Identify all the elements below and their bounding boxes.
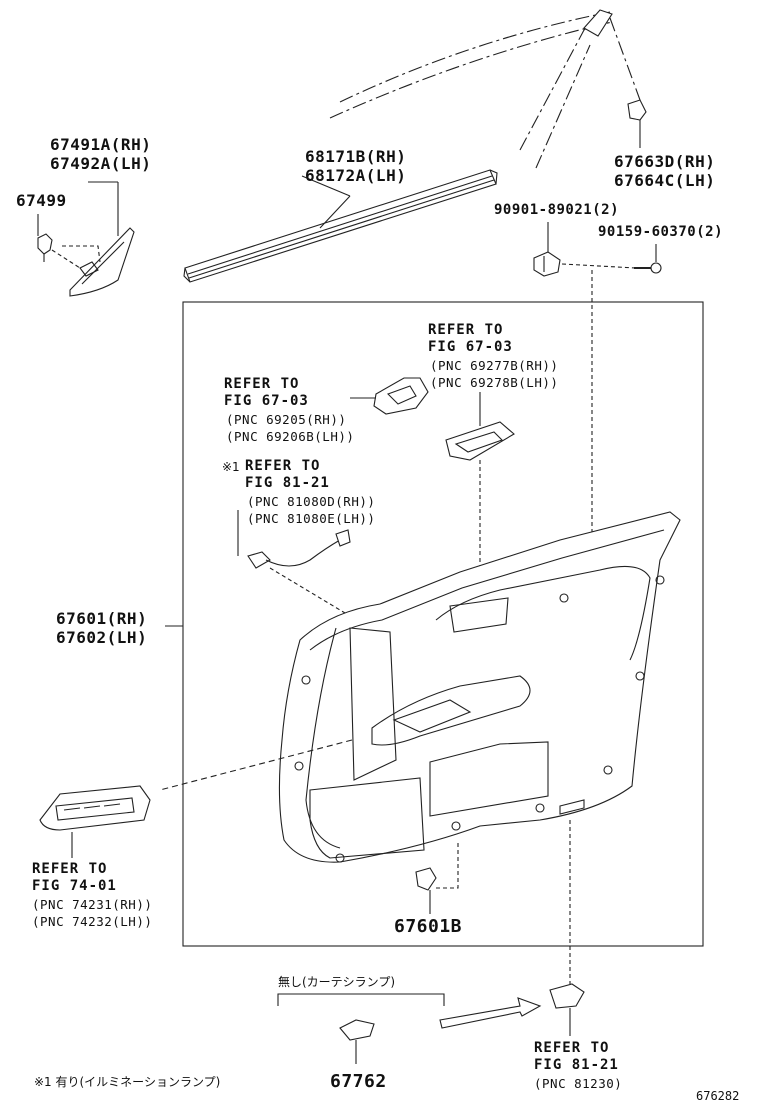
bezel-ref-l4: (PNC 69278B(LH)): [430, 375, 559, 390]
wire-ref-l3: (PNC 81080D(RH)): [247, 494, 376, 509]
bezel-ref-l1: REFER TO: [428, 322, 504, 338]
top-clip-rh-label: 67663D(RH): [614, 152, 716, 171]
screw-shape: [634, 244, 662, 274]
lamp-ref-l2: FIG 81-21: [534, 1057, 619, 1073]
lamp-67762-shape: [339, 1019, 375, 1041]
bezel-shape: [445, 421, 515, 461]
wire-ref-l2: FIG 81-21: [245, 475, 330, 491]
bezel-ref-l2: FIG 67-03: [428, 339, 513, 355]
weatherstrip-lh-label: 68172A(LH): [305, 166, 407, 185]
panel-rh-label: 67601(RH): [56, 609, 148, 628]
footnote: ※1 有り(イルミネーションランプ): [34, 1075, 221, 1089]
corner-trim-rh-label: 67491A(RH): [50, 135, 152, 154]
switch-ref-l4: (PNC 74232(LH)): [32, 914, 153, 929]
switch-ref-l1: REFER TO: [32, 861, 108, 877]
lamp-ref-l1: REFER TO: [534, 1040, 610, 1056]
top-clip-lh-label: 67664C(LH): [614, 171, 716, 190]
clip-67601b-shape: [415, 867, 437, 891]
assembly-frame: [182, 301, 704, 947]
switch-ref-l2: FIG 74-01: [32, 878, 117, 894]
clip-67601b-label: 67601B: [394, 916, 463, 937]
diagram-id: 676282: [696, 1089, 740, 1103]
clip-67601b-dash: [436, 840, 459, 889]
handle-ref-l3: (PNC 69205(RH)): [226, 412, 347, 427]
window-frame-outline: [329, 11, 641, 169]
screw-label: 90159-60370(2): [598, 224, 724, 240]
bezel-ref-l3: (PNC 69277B(RH)): [430, 358, 559, 373]
clip-67499-label: 67499: [16, 191, 67, 210]
clip-67499-shape: [37, 233, 53, 262]
frame-corner: [583, 9, 613, 37]
power-window-switch-shape: [39, 785, 151, 831]
handle-ref-l1: REFER TO: [224, 376, 300, 392]
clip-67499-dash: [51, 245, 101, 269]
arrow-icon: [439, 997, 542, 1029]
handle-ref-l2: FIG 67-03: [224, 393, 309, 409]
nut-shape: [533, 251, 561, 277]
nut-label: 90901-89021(2): [494, 202, 620, 218]
without-courtesy-note: 無し(カーテシランプ): [278, 975, 396, 989]
weatherstrip-leader: [301, 175, 351, 197]
wire-harness-shape: [247, 529, 351, 569]
lamp-ref-l3: (PNC 81230): [534, 1076, 623, 1091]
wire-ref-l4: (PNC 81080E(LH)): [247, 511, 376, 526]
top-clip-shape: [627, 99, 647, 148]
handle-ref-l4: (PNC 69206B(LH)): [226, 429, 355, 444]
corner-trim-shape: [69, 227, 135, 297]
screw-dash: [561, 263, 637, 269]
door-panel-shape: [278, 511, 681, 863]
courtesy-lamp-shape: [549, 983, 585, 1009]
switch-dash: [159, 739, 353, 791]
switch-ref-l3: (PNC 74231(RH)): [32, 897, 153, 912]
panel-lh-label: 67602(LH): [56, 628, 148, 647]
weatherstrip-shape: [183, 169, 498, 283]
inside-handle-shape: [373, 377, 429, 415]
weatherstrip-rh-label: 68171B(RH): [305, 147, 407, 166]
lamp-67762-label: 67762: [330, 1071, 387, 1092]
wire-ref-l1: REFER TO: [245, 458, 321, 474]
wire-ref-mark: ※1: [222, 460, 240, 474]
corner-trim-lh-label: 67492A(LH): [50, 154, 152, 173]
bracket: [277, 993, 445, 1006]
